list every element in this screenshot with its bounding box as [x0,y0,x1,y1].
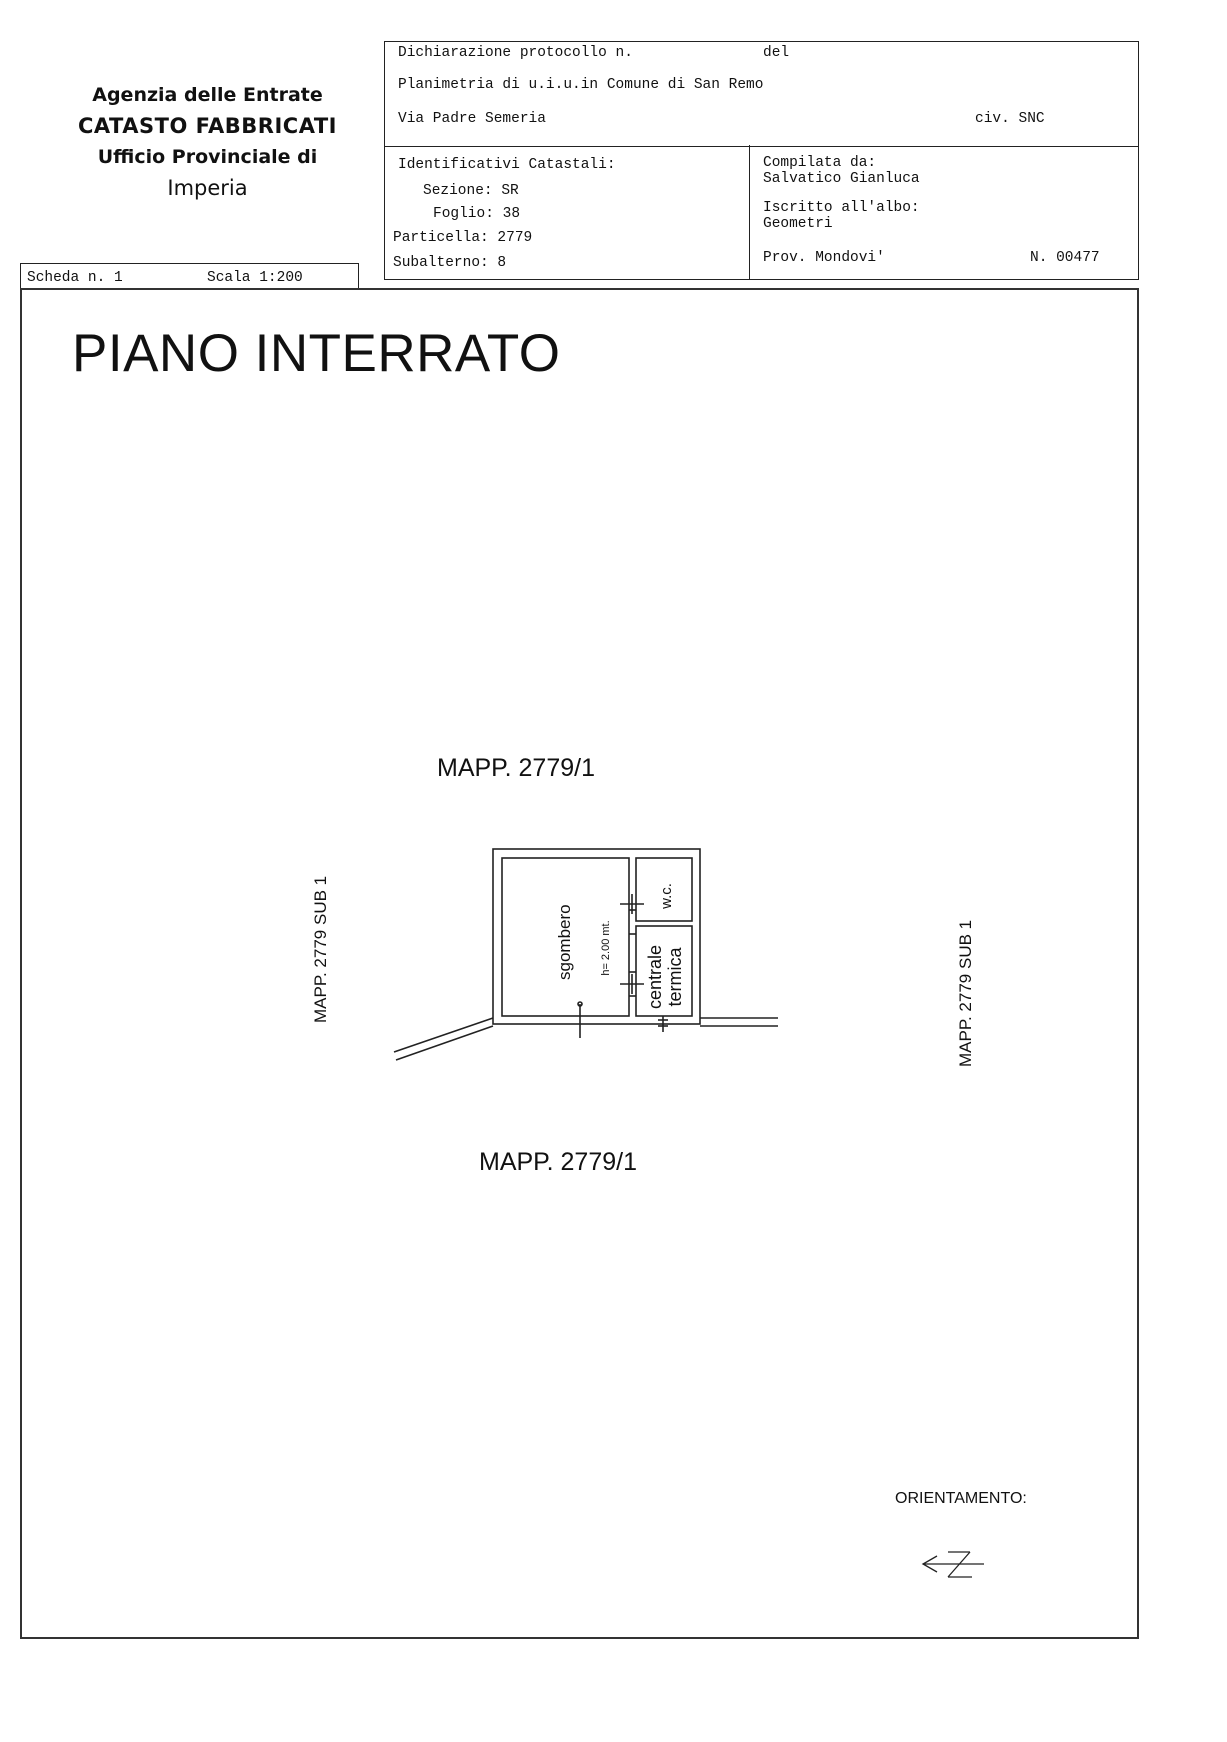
identifier-subalterno: Subalterno: 8 [393,255,507,271]
plan-scale: Scala 1:200 [207,270,303,286]
identifiers-title: Identificativi Catastali: [398,157,616,173]
address-civic: civ. SNC [975,111,1045,127]
parcel-label-bottom: MAPP. 2779/1 [479,1148,637,1176]
sheet-scale-box [20,263,359,289]
register-province: Prov. Mondovi' [763,250,885,266]
boiler-room-outline [635,925,693,1017]
planimetria-municipality: Planimetria di u.i.u.in Comune di San Re… [398,77,764,93]
compiled-by-name: Salvatico Gianluca [763,171,920,187]
unit-outer-wall [492,848,701,1025]
agency-province: Imperia [167,176,248,200]
agency-department: CATASTO FABBRICATI [78,114,337,138]
storage-room-outline [501,857,630,1017]
register-value: Geometri [763,216,833,232]
register-label: Iscritto all'albo: [763,200,920,216]
room-height-label: h= 2.00 mt. [600,920,612,976]
identifiers-divider [749,145,750,279]
address-street: Via Padre Semeria [398,111,546,127]
agency-office: Ufficio Provinciale di [97,146,318,168]
declaration-date-label: del [763,45,790,61]
floor-title: PIANO INTERRATO [72,324,561,383]
room-label-centrale: centrale [645,944,665,1010]
compiled-by-label: Compilata da: [763,155,877,171]
identifier-sezione: Sezione: SR [423,183,519,199]
sheet-number: Scheda n. 1 [27,270,123,286]
room-label-storage: sgombero [555,904,574,980]
parcel-label-top: MAPP. 2779/1 [437,754,595,782]
room-label-wc: w.c. [658,883,675,909]
orientation-arrow-icon [921,1551,984,1578]
wc-room-outline [635,857,693,922]
register-number: N. 00477 [1030,250,1100,266]
boundary-wall-left [393,1017,494,1053]
agency-name: Agenzia delle Entrate [92,84,323,106]
declaration-protocol: Dichiarazione protocollo n. [398,45,633,61]
declaration-box [384,41,1139,147]
agency-header: Agenzia delle Entrate CATASTO FABBRICATI… [40,80,375,204]
orientation-label: ORIENTAMENTO: [895,1490,1027,1507]
identifier-foglio: Foglio: 38 [433,206,521,222]
room-label-termica: termica [665,947,685,1007]
identifier-particella: Particella: 2779 [393,230,533,246]
drawing-frame [20,288,1139,1639]
identifiers-box [384,145,1139,280]
